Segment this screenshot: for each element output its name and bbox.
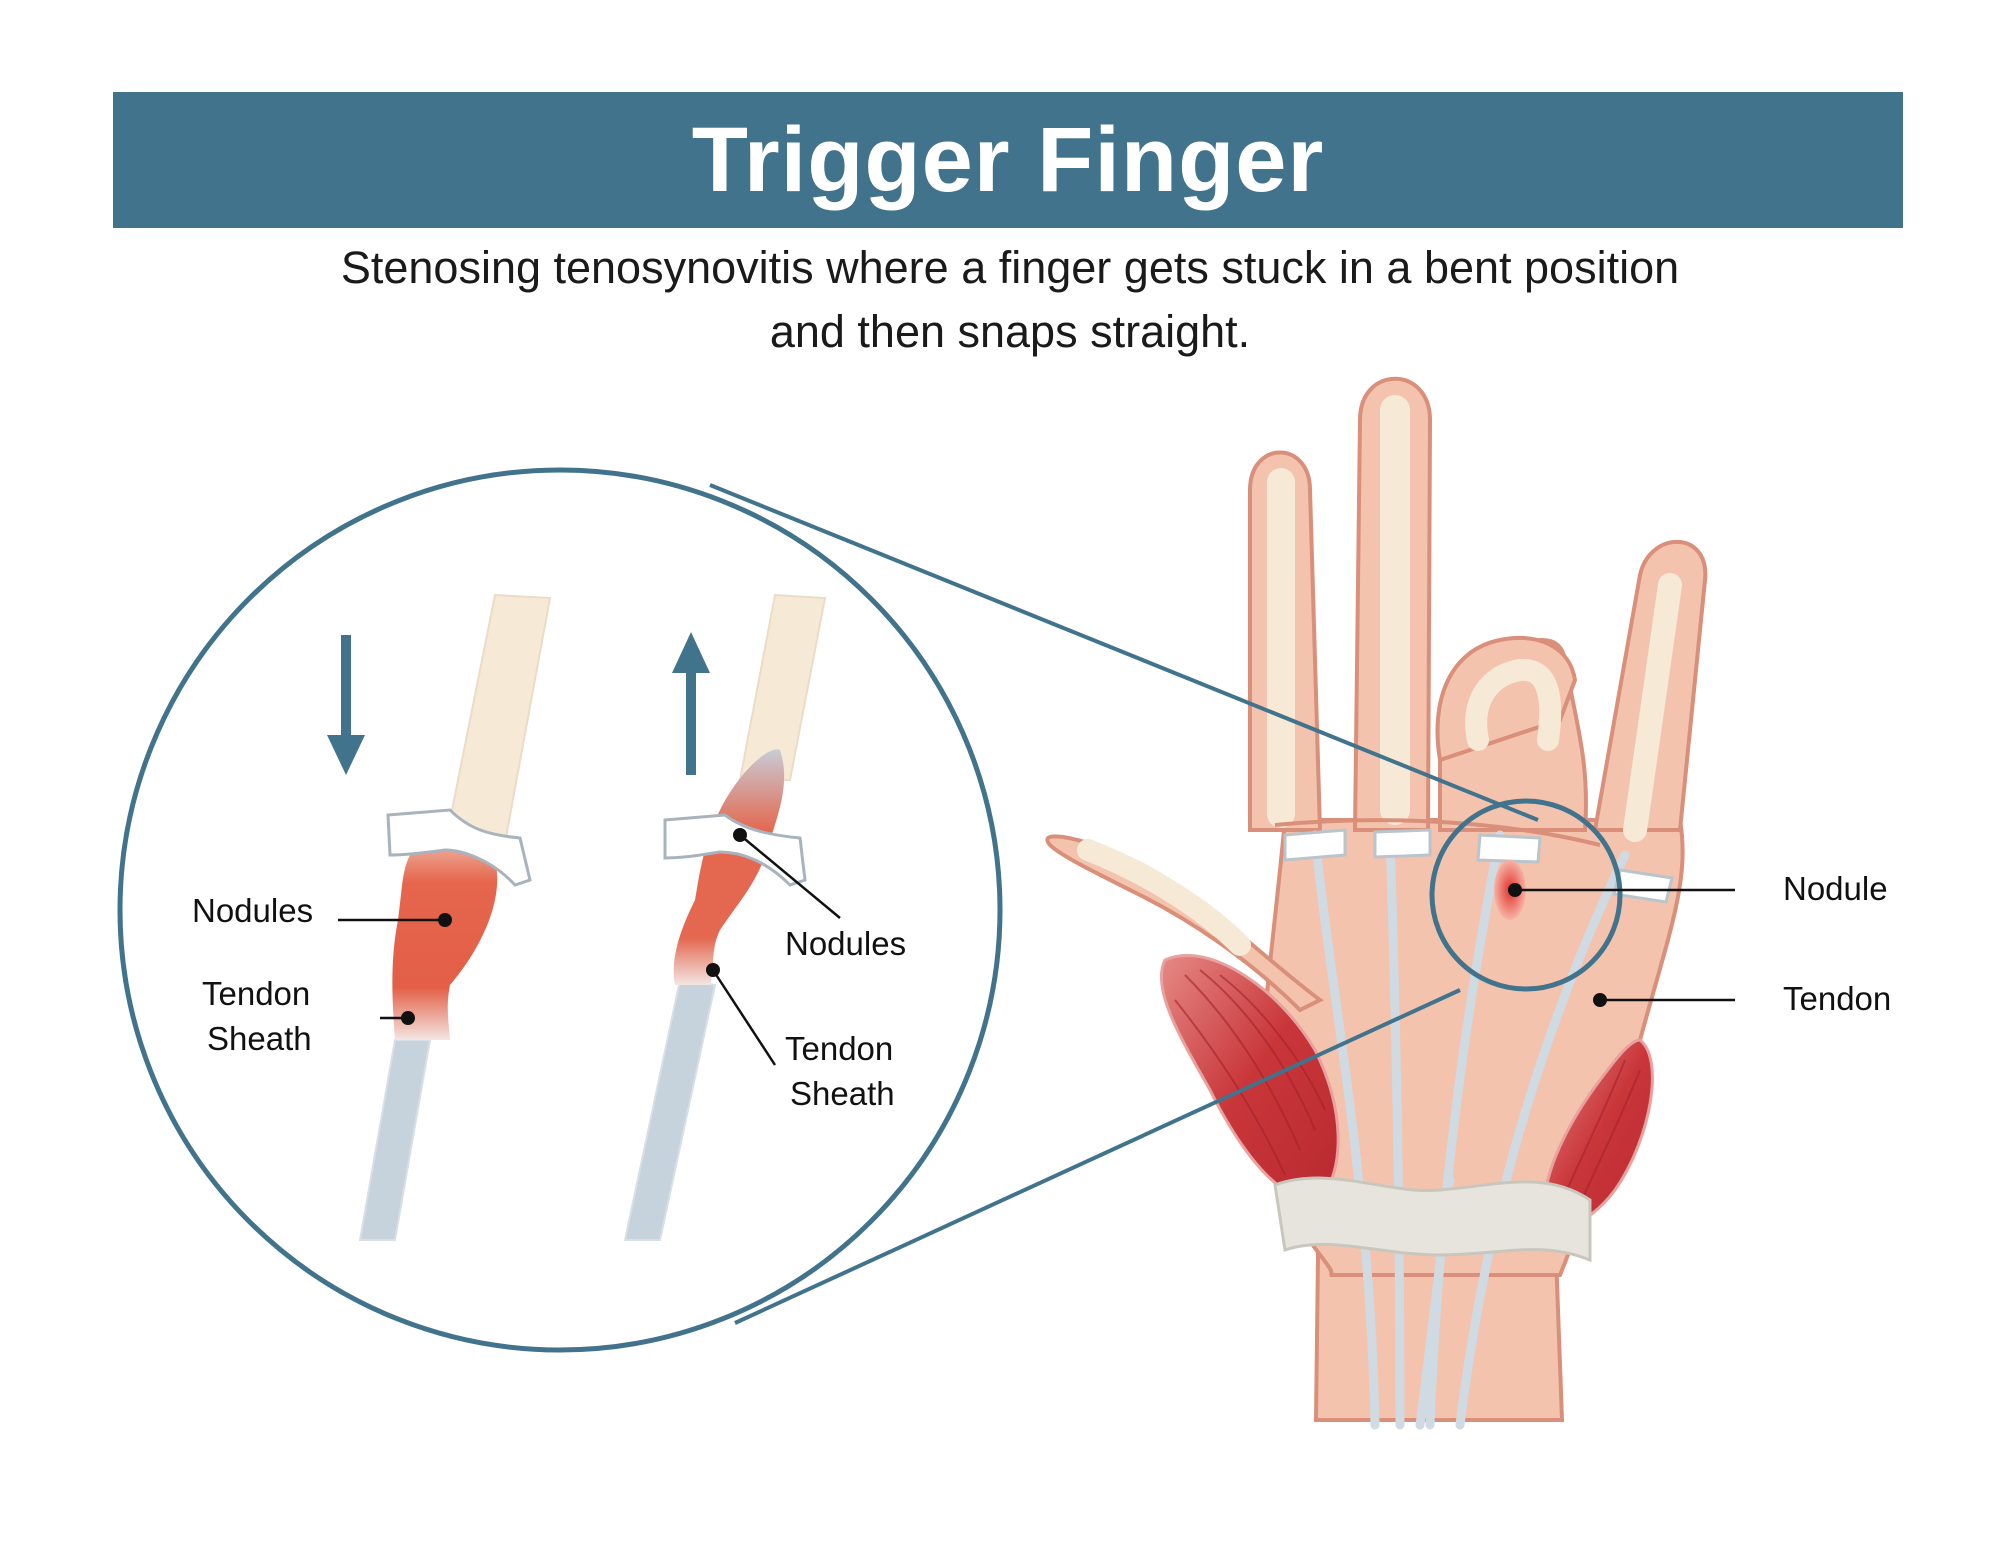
- right-tendon-sheath-label-line1: Tendon: [785, 1030, 893, 1067]
- hand-illustration: [1047, 379, 1705, 1425]
- thumb-tendon: [1088, 850, 1240, 945]
- right-nodules-label: Nodules: [785, 925, 906, 962]
- left-nodules-label: Nodules: [192, 892, 313, 929]
- index-tendon: [1267, 468, 1295, 828]
- left-tendon-sheath-label-line1: Tendon: [202, 975, 310, 1012]
- nodule-label: Nodule: [1783, 870, 1888, 907]
- right-tendon-sheath-label-line2: Sheath: [790, 1075, 895, 1112]
- left-tendon-sheath-label-line2: Sheath: [207, 1020, 312, 1057]
- tendon-label: Tendon: [1783, 980, 1891, 1017]
